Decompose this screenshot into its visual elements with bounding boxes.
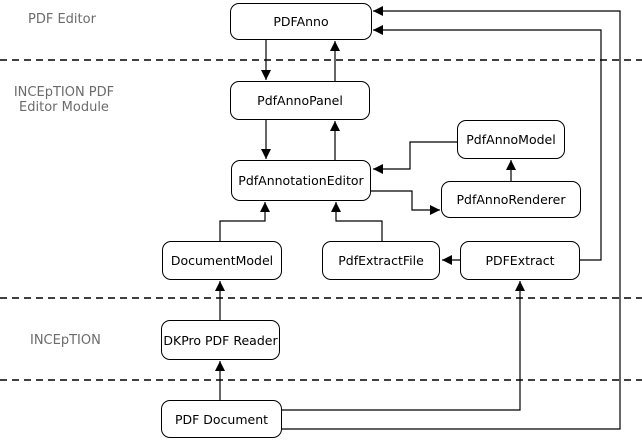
node-pdfextractfile: PdfExtractFile	[322, 241, 440, 280]
edge-pdf-document-to-pdfextract	[282, 281, 525, 411]
edge-pdfannomodel-to-pdfannotationeditor	[373, 141, 457, 174]
node-pdfannotationeditor: PdfAnnotationEditor	[231, 160, 371, 201]
edge-pdfextract-to-pdfanno	[373, 25, 602, 261]
edge-pdfannotationeditor-to-pdfannorenderer	[371, 190, 440, 215]
edge-pdf-document-to-pdfanno	[282, 6, 621, 430]
section-label-inception-pdf-editor-module: INCEpTION PDF Editor Module	[5, 85, 123, 115]
section-label-line2: Editor Module	[19, 100, 109, 115]
section-label-line1: INCEpTION PDF	[13, 85, 115, 100]
section-label-inception: INCEpTION	[30, 333, 101, 348]
node-documentmodel: DocumentModel	[162, 241, 282, 280]
edge-pdfextractfile-to-pdfannotationeditor	[331, 202, 383, 241]
node-dkpro-pdf-reader: DKPro PDF Reader	[161, 320, 280, 360]
node-pdfextract: PDFExtract	[460, 241, 580, 280]
node-pdf-document: PDF Document	[161, 400, 282, 438]
node-pdfannorenderer: PdfAnnoRenderer	[441, 181, 581, 218]
node-pdfannomodel: PdfAnnoModel	[457, 120, 565, 159]
section-label-pdf-editor: PDF Editor	[28, 12, 96, 27]
edge-documentmodel-to-pdfannotationeditor	[219, 202, 270, 241]
node-pdfanno: PDFAnno	[230, 3, 372, 40]
node-pdfannopanel: PdfAnnoPanel	[230, 81, 370, 120]
